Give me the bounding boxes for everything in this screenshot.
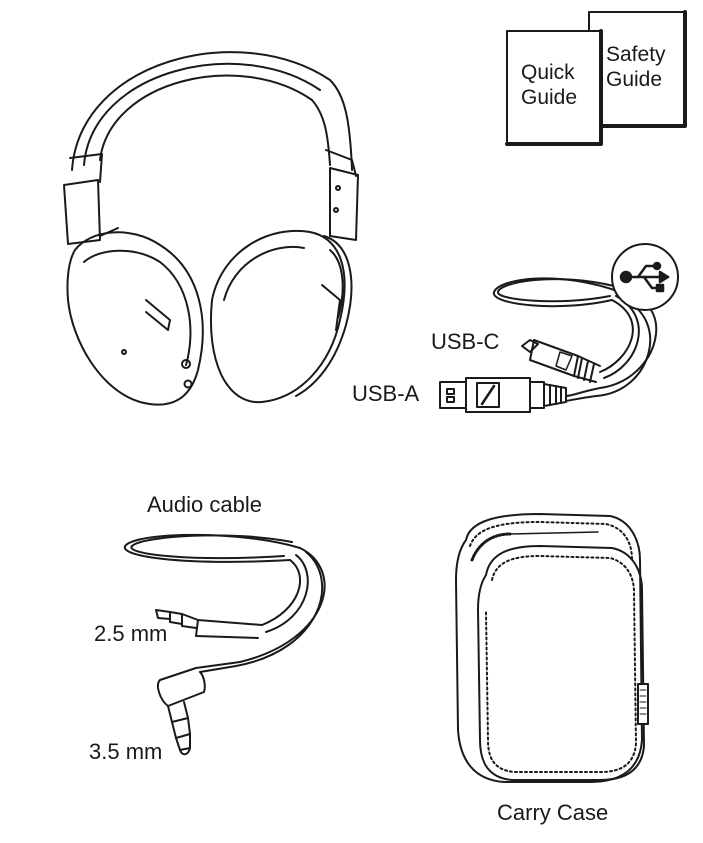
usb-c-label: USB-C — [431, 329, 500, 354]
safety-guide-line-2: Guide — [606, 68, 663, 91]
guides-illustration — [505, 10, 687, 146]
audio-cable-illustration — [123, 533, 326, 756]
quick-guide-line-1: Quick — [521, 61, 575, 84]
quick-guide-line-2: Guide — [521, 86, 578, 109]
usb-icon — [619, 261, 670, 293]
headphones-illustration — [63, 51, 359, 406]
audio-cable-title: Audio cable — [147, 492, 262, 517]
plug-3-5mm-label: 3.5 mm — [89, 739, 163, 764]
safety-guide-label: Safety Guide — [606, 42, 666, 92]
quick-guide-label: Quick Guide — [521, 60, 577, 110]
usb-a-label: USB-A — [352, 381, 420, 406]
usb-cable-illustration — [439, 243, 679, 413]
carry-case-illustration — [455, 513, 649, 783]
plug-2-5mm-label: 2.5 mm — [94, 621, 168, 646]
carry-case-label: Carry Case — [497, 800, 609, 825]
safety-guide-line-1: Safety — [606, 43, 666, 66]
